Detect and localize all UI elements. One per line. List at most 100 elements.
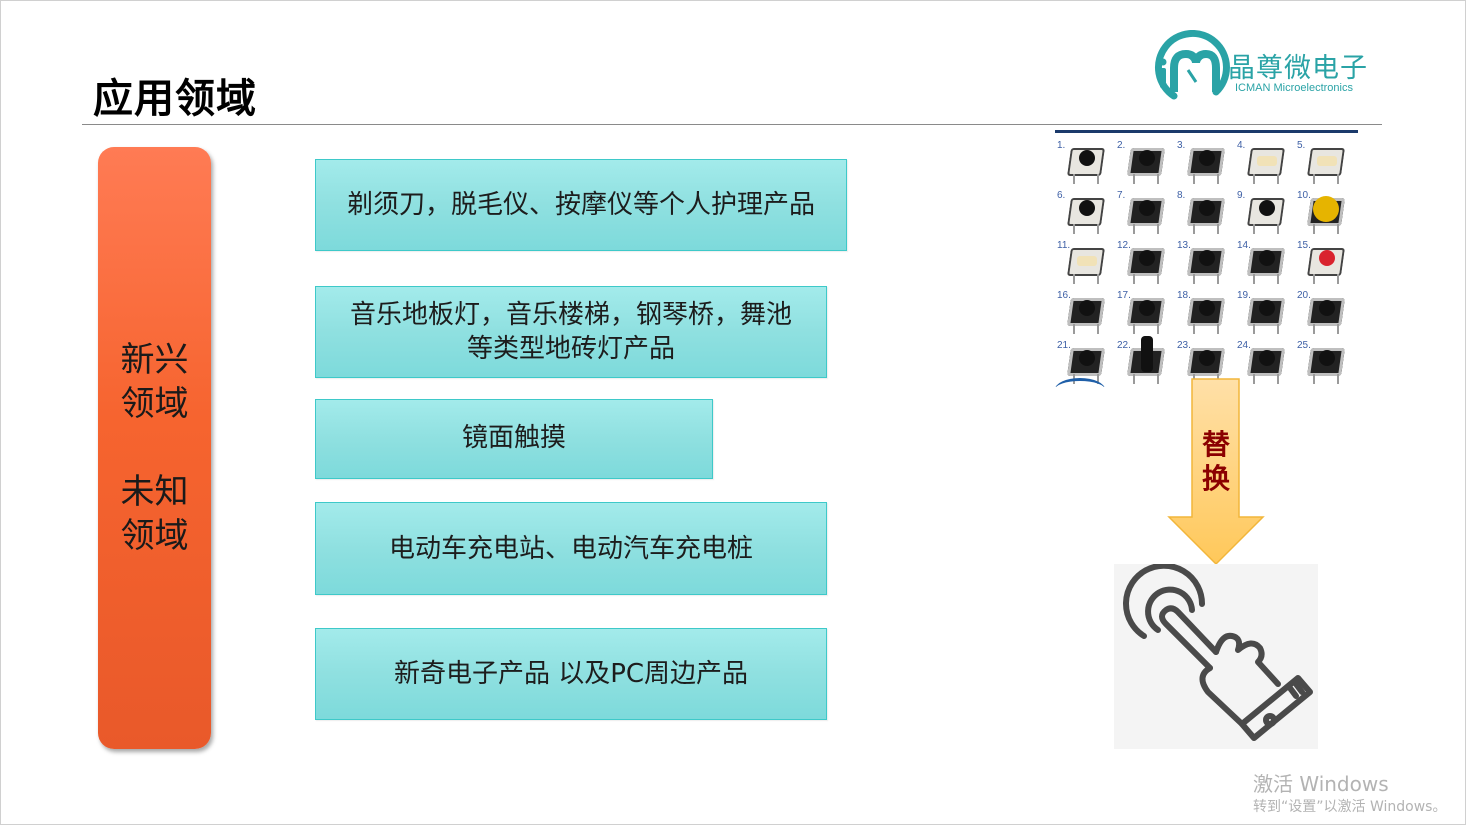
switch-cap-icon (1079, 200, 1095, 216)
switch-cap-icon (1259, 200, 1275, 216)
switch-pin (1253, 324, 1255, 334)
switch-item: 25. (1295, 336, 1355, 387)
switch-pin (1253, 224, 1255, 234)
windows-activation-subtitle: 转到“设置”以激活 Windows。 (1253, 799, 1447, 815)
tactile-switch-catalog-image: 1.2.3.4.5.6.7.8.9.10.11.12.13.14.15.16.1… (1055, 130, 1358, 387)
switch-pin (1313, 374, 1315, 384)
switch-pin (1193, 224, 1195, 234)
switch-pin (1337, 274, 1339, 284)
switch-item: 2. (1115, 136, 1175, 187)
switch-cap-icon (1199, 350, 1215, 366)
switch-item: 15. (1295, 236, 1355, 287)
switch-pin (1337, 174, 1339, 184)
switch-item: 16. (1055, 286, 1115, 337)
switch-cap-icon (1313, 196, 1339, 222)
touch-icon-image (1114, 562, 1318, 749)
switch-pin (1133, 224, 1135, 234)
icman-logo-icon (1154, 30, 1230, 100)
switch-item: 22. (1115, 336, 1175, 387)
replace-label: 替换 (1201, 428, 1230, 495)
switch-item-number: 25. (1297, 340, 1311, 351)
switch-cap-icon (1259, 350, 1275, 366)
touch-hand-icon (1123, 562, 1313, 741)
switch-item: 3. (1175, 136, 1235, 187)
switch-cap-icon (1317, 156, 1337, 166)
switch-pin (1073, 174, 1075, 184)
switch-item: 4. (1235, 136, 1295, 187)
switch-cap-icon (1199, 150, 1215, 166)
switch-item-number: 12. (1117, 240, 1131, 251)
area-box-floor-lights: 音乐地板灯，音乐楼梯，钢琴桥，舞池 等类型地砖灯产品 (315, 286, 827, 378)
switch-cap-icon (1319, 300, 1335, 316)
title-divider (82, 124, 1382, 125)
switch-cap-icon (1257, 156, 1277, 166)
switch-item-number: 9. (1237, 190, 1246, 201)
switch-pin (1217, 274, 1219, 284)
switch-item: 8. (1175, 186, 1235, 237)
switch-pin (1217, 224, 1219, 234)
logo-name-en: ICMAN Microelectronics (1235, 82, 1353, 94)
switch-cap-icon (1259, 250, 1275, 266)
switch-item: 14. (1235, 236, 1295, 287)
switch-item: 17. (1115, 286, 1175, 337)
switch-item-number: 19. (1237, 290, 1251, 301)
switch-pin (1193, 274, 1195, 284)
side-label-unknown: 未知领域 (120, 472, 189, 556)
switch-cap-icon (1139, 150, 1155, 166)
switch-item-number: 4. (1237, 140, 1246, 151)
switch-pin (1217, 324, 1219, 334)
switch-pin (1097, 174, 1099, 184)
switch-pin (1277, 274, 1279, 284)
switch-pin (1073, 324, 1075, 334)
switch-pin (1253, 174, 1255, 184)
switch-item-number: 1. (1057, 140, 1066, 151)
switch-item: 11. (1055, 236, 1115, 287)
switch-pin (1133, 324, 1135, 334)
switch-pin (1157, 274, 1159, 284)
switch-cap-icon (1199, 300, 1215, 316)
switch-cap-icon (1319, 250, 1335, 266)
side-label-emerging: 新兴领域 (120, 340, 189, 424)
page-title: 应用领域 (93, 76, 257, 122)
area-text-line2: 等类型地砖灯产品 (466, 334, 675, 364)
switch-item: 9. (1235, 186, 1295, 237)
switch-pin (1097, 374, 1099, 384)
switch-pin (1313, 224, 1315, 234)
switch-pin (1277, 324, 1279, 334)
switch-item-number: 20. (1297, 290, 1311, 301)
switch-item: 12. (1115, 236, 1175, 287)
switch-item-number: 11. (1057, 240, 1071, 251)
area-text: 电动车充电站、电动汽车充电桩 (388, 533, 753, 564)
area-text-line1: 音乐地板灯，音乐楼梯，钢琴桥，舞池 (349, 300, 792, 330)
switch-cap-icon (1259, 300, 1275, 316)
switch-cap-icon (1079, 350, 1095, 366)
switch-cap-icon (1141, 336, 1153, 372)
switch-item-number: 3. (1177, 140, 1186, 151)
switch-item-number: 16. (1057, 290, 1071, 301)
switch-pin (1313, 274, 1315, 284)
switch-pin (1133, 374, 1135, 384)
switch-item-number: 6. (1057, 190, 1066, 201)
switch-pin (1253, 274, 1255, 284)
switch-item: 6. (1055, 186, 1115, 237)
switch-pin (1277, 224, 1279, 234)
switch-item-number: 10. (1297, 190, 1311, 201)
switch-cap-icon (1139, 300, 1155, 316)
logo-name-cn: 晶尊微电子 (1228, 53, 1368, 84)
switch-cap-icon (1079, 150, 1095, 166)
switch-item-number: 7. (1117, 190, 1126, 201)
area-text: 镜面触摸 (461, 423, 566, 453)
switch-item: 5. (1295, 136, 1355, 187)
area-box-mirror-touch: 镜面触摸 (315, 399, 713, 479)
area-text: 剃须刀，脱毛仪、按摩仪等个人护理产品 (346, 190, 815, 220)
switch-cap-icon (1139, 200, 1155, 216)
company-logo: 晶尊微电子 ICMAN Microelectronics (1152, 30, 1382, 114)
replace-arrow-icon (1167, 378, 1265, 566)
switch-pin (1313, 174, 1315, 184)
switch-item-number: 14. (1237, 240, 1251, 251)
switch-item: 7. (1115, 186, 1175, 237)
switch-pin (1217, 174, 1219, 184)
switch-pin (1157, 374, 1159, 384)
switch-pin (1157, 224, 1159, 234)
area-text: 新奇电子产品 以及PC周边产品 (393, 659, 749, 689)
